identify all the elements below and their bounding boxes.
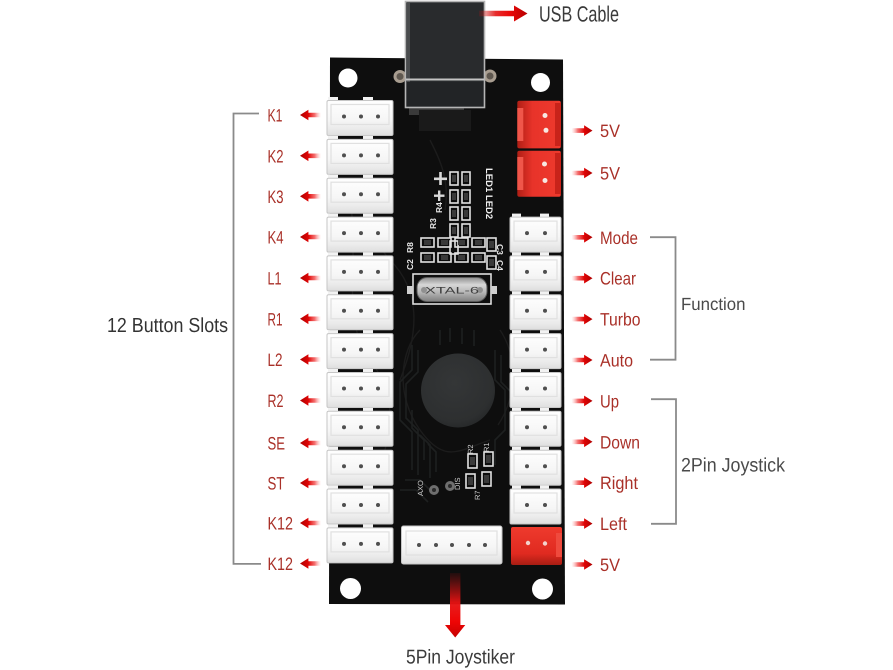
svg-text:K4: K4 <box>268 228 284 248</box>
svg-text:K1: K1 <box>268 106 283 126</box>
svg-text:C4: C4 <box>495 260 505 271</box>
svg-text:USB Cable: USB Cable <box>539 1 619 26</box>
svg-text:R2: R2 <box>466 444 475 454</box>
svg-text:5V: 5V <box>600 121 620 141</box>
svg-text:5V: 5V <box>600 164 620 184</box>
svg-text:R8: R8 <box>405 242 415 253</box>
svg-text:Down: Down <box>600 432 640 452</box>
svg-text:2Pin Joystick: 2Pin Joystick <box>681 455 785 477</box>
svg-text:Clear: Clear <box>600 269 636 289</box>
svg-text:AXO: AXO <box>416 480 425 496</box>
svg-text:R3: R3 <box>428 218 438 229</box>
svg-text:R2: R2 <box>268 391 284 411</box>
svg-text:C3: C3 <box>495 244 505 255</box>
svg-text:K12: K12 <box>268 514 294 534</box>
svg-text:R1: R1 <box>482 442 491 452</box>
svg-text:LED1 LED2: LED1 LED2 <box>483 168 494 219</box>
svg-text:Left: Left <box>600 514 627 534</box>
svg-text:5Pin Joystiker: 5Pin Joystiker <box>406 647 515 669</box>
svg-text:12 Button Slots: 12 Button Slots <box>107 315 228 337</box>
svg-text:K12: K12 <box>268 554 294 574</box>
svg-text:L1: L1 <box>268 269 282 289</box>
svg-text:Function: Function <box>681 294 746 314</box>
svg-text:SE: SE <box>268 434 286 454</box>
svg-text:XTAL-6: XTAL-6 <box>425 286 479 297</box>
svg-text:K3: K3 <box>268 187 284 207</box>
svg-text:5V: 5V <box>600 555 620 575</box>
svg-text:Auto: Auto <box>600 351 633 371</box>
svg-text:R7: R7 <box>473 490 482 500</box>
svg-text:DIS: DIS <box>453 477 462 490</box>
svg-text:R1: R1 <box>268 309 283 329</box>
svg-text:Right: Right <box>600 473 638 493</box>
svg-text:ST: ST <box>268 474 285 494</box>
svg-text:L2: L2 <box>268 350 283 370</box>
svg-text:Up: Up <box>600 391 619 411</box>
svg-text:K2: K2 <box>268 146 284 166</box>
svg-text:R4: R4 <box>434 202 444 213</box>
svg-text:Turbo: Turbo <box>600 310 641 330</box>
svg-text:C2: C2 <box>405 259 415 270</box>
svg-text:Mode: Mode <box>600 228 638 248</box>
